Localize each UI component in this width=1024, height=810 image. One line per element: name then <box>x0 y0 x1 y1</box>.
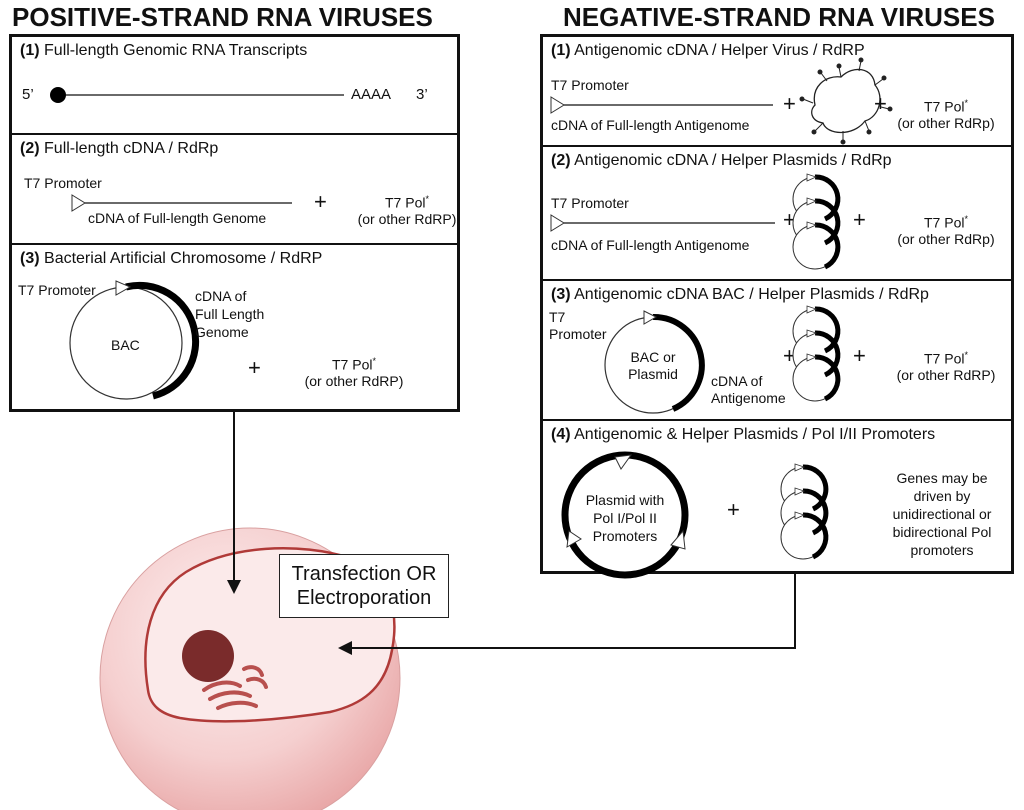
plus-sign: + <box>874 91 887 116</box>
plus-sign: + <box>248 355 261 380</box>
electroporation-label: Electroporation <box>296 587 432 609</box>
cdna-antigenome-label: cDNA of Full-length Antigenome <box>551 117 750 133</box>
helper-plasmids-icon <box>792 305 841 402</box>
panel-title: (4) Antigenomic & Helper Plasmids / Pol … <box>551 426 936 443</box>
t7-promoter-label: T7 Promoter <box>551 77 629 93</box>
panel-title: (2) Full-length cDNA / RdRp <box>20 140 219 157</box>
five-prime-label: 5’ <box>22 86 34 103</box>
t7-pol-label: T7 Pol*(or other RdRP) <box>304 356 404 389</box>
heading-positive: POSITIVE-STRAND RNA VIRUSES <box>12 2 433 32</box>
rna-transcript <box>50 87 344 103</box>
cdna-genome-line <box>71 194 292 212</box>
panel-title: (3) Antigenomic cDNA BAC / Helper Plasmi… <box>551 286 929 303</box>
t7-promoter-label: T7 Promoter <box>24 175 102 191</box>
panel-negative-3: (3) Antigenomic cDNA BAC / Helper Plasmi… <box>543 279 1011 421</box>
panel-negative-4: (4) Antigenomic & Helper Plasmids / Pol … <box>543 419 1011 579</box>
heading-negative: NEGATIVE-STRAND RNA VIRUSES <box>563 2 995 32</box>
panel-positive-1: (1) Full-length Genomic RNA Transcripts … <box>12 37 457 131</box>
t7-pol-label: T7 Pol*(or other RdRP) <box>357 194 457 227</box>
antigenome-line <box>550 214 775 232</box>
antigenome-line <box>550 96 773 114</box>
panel-positive-3: (3) Bacterial Artificial Chromosome / Rd… <box>12 243 457 417</box>
panel-title: (3) Bacterial Artificial Chromosome / Rd… <box>20 250 323 267</box>
plus-sign: + <box>314 189 327 214</box>
plus-sign: + <box>783 91 796 116</box>
panel-negative-1: (1) Antigenomic cDNA / Helper Virus / Rd… <box>543 37 1011 145</box>
poly-a-label: AAAA <box>351 86 392 103</box>
helper-plasmids-icon <box>792 173 841 270</box>
t7-pol-label: T7 Pol*(or other RdRp) <box>897 214 995 247</box>
transfection-label: Transfection OR <box>291 563 437 585</box>
panel-title: (1) Antigenomic cDNA / Helper Virus / Rd… <box>551 42 865 59</box>
panel-positive-2: (2) Full-length cDNA / RdRp T7 Promoter … <box>12 133 457 245</box>
panel-title: (1) Full-length Genomic RNA Transcripts <box>20 42 308 59</box>
arrow-left-line <box>352 574 796 649</box>
plus-sign: + <box>727 497 740 522</box>
three-prime-label: 3’ <box>416 86 428 103</box>
bac-plasmid <box>69 280 200 400</box>
bac-plasmid <box>604 310 705 414</box>
transfection-box: Transfection OR Electroporation <box>279 554 449 618</box>
plus-sign: + <box>783 343 796 368</box>
plus-sign: + <box>853 207 866 232</box>
negative-box: (1) Antigenomic cDNA / Helper Virus / Rd… <box>540 34 1014 579</box>
t7-promoter-label: T7 Promoter <box>18 282 96 298</box>
panel-negative-2: (2) Antigenomic cDNA / Helper Plasmids /… <box>543 145 1011 281</box>
panel-title: (2) Antigenomic cDNA / Helper Plasmids /… <box>551 152 892 169</box>
endoplasmic-reticulum <box>202 665 268 710</box>
pol-plasmid <box>561 451 689 579</box>
t7-promoter-label: T7 Promoter <box>551 195 629 211</box>
t7-pol-label: T7 Pol*(or other RdRP) <box>896 350 996 383</box>
helper-plasmids-icon <box>780 463 829 560</box>
positive-box: (1) Full-length Genomic RNA Transcripts … <box>9 34 460 412</box>
cdna-genome-label: cDNA of Full-length Genome <box>88 210 267 226</box>
nucleus <box>182 630 234 682</box>
plus-sign: + <box>853 343 866 368</box>
helper-virus-icon <box>799 57 893 145</box>
arrow-left-head <box>338 641 352 655</box>
cdna-antigenome-label: cDNA of Full-length Antigenome <box>551 237 750 253</box>
t7-pol-label: T7 Pol*(or other RdRp) <box>897 98 995 131</box>
bac-label: BAC <box>111 337 140 353</box>
arrow-down-head <box>227 580 241 594</box>
